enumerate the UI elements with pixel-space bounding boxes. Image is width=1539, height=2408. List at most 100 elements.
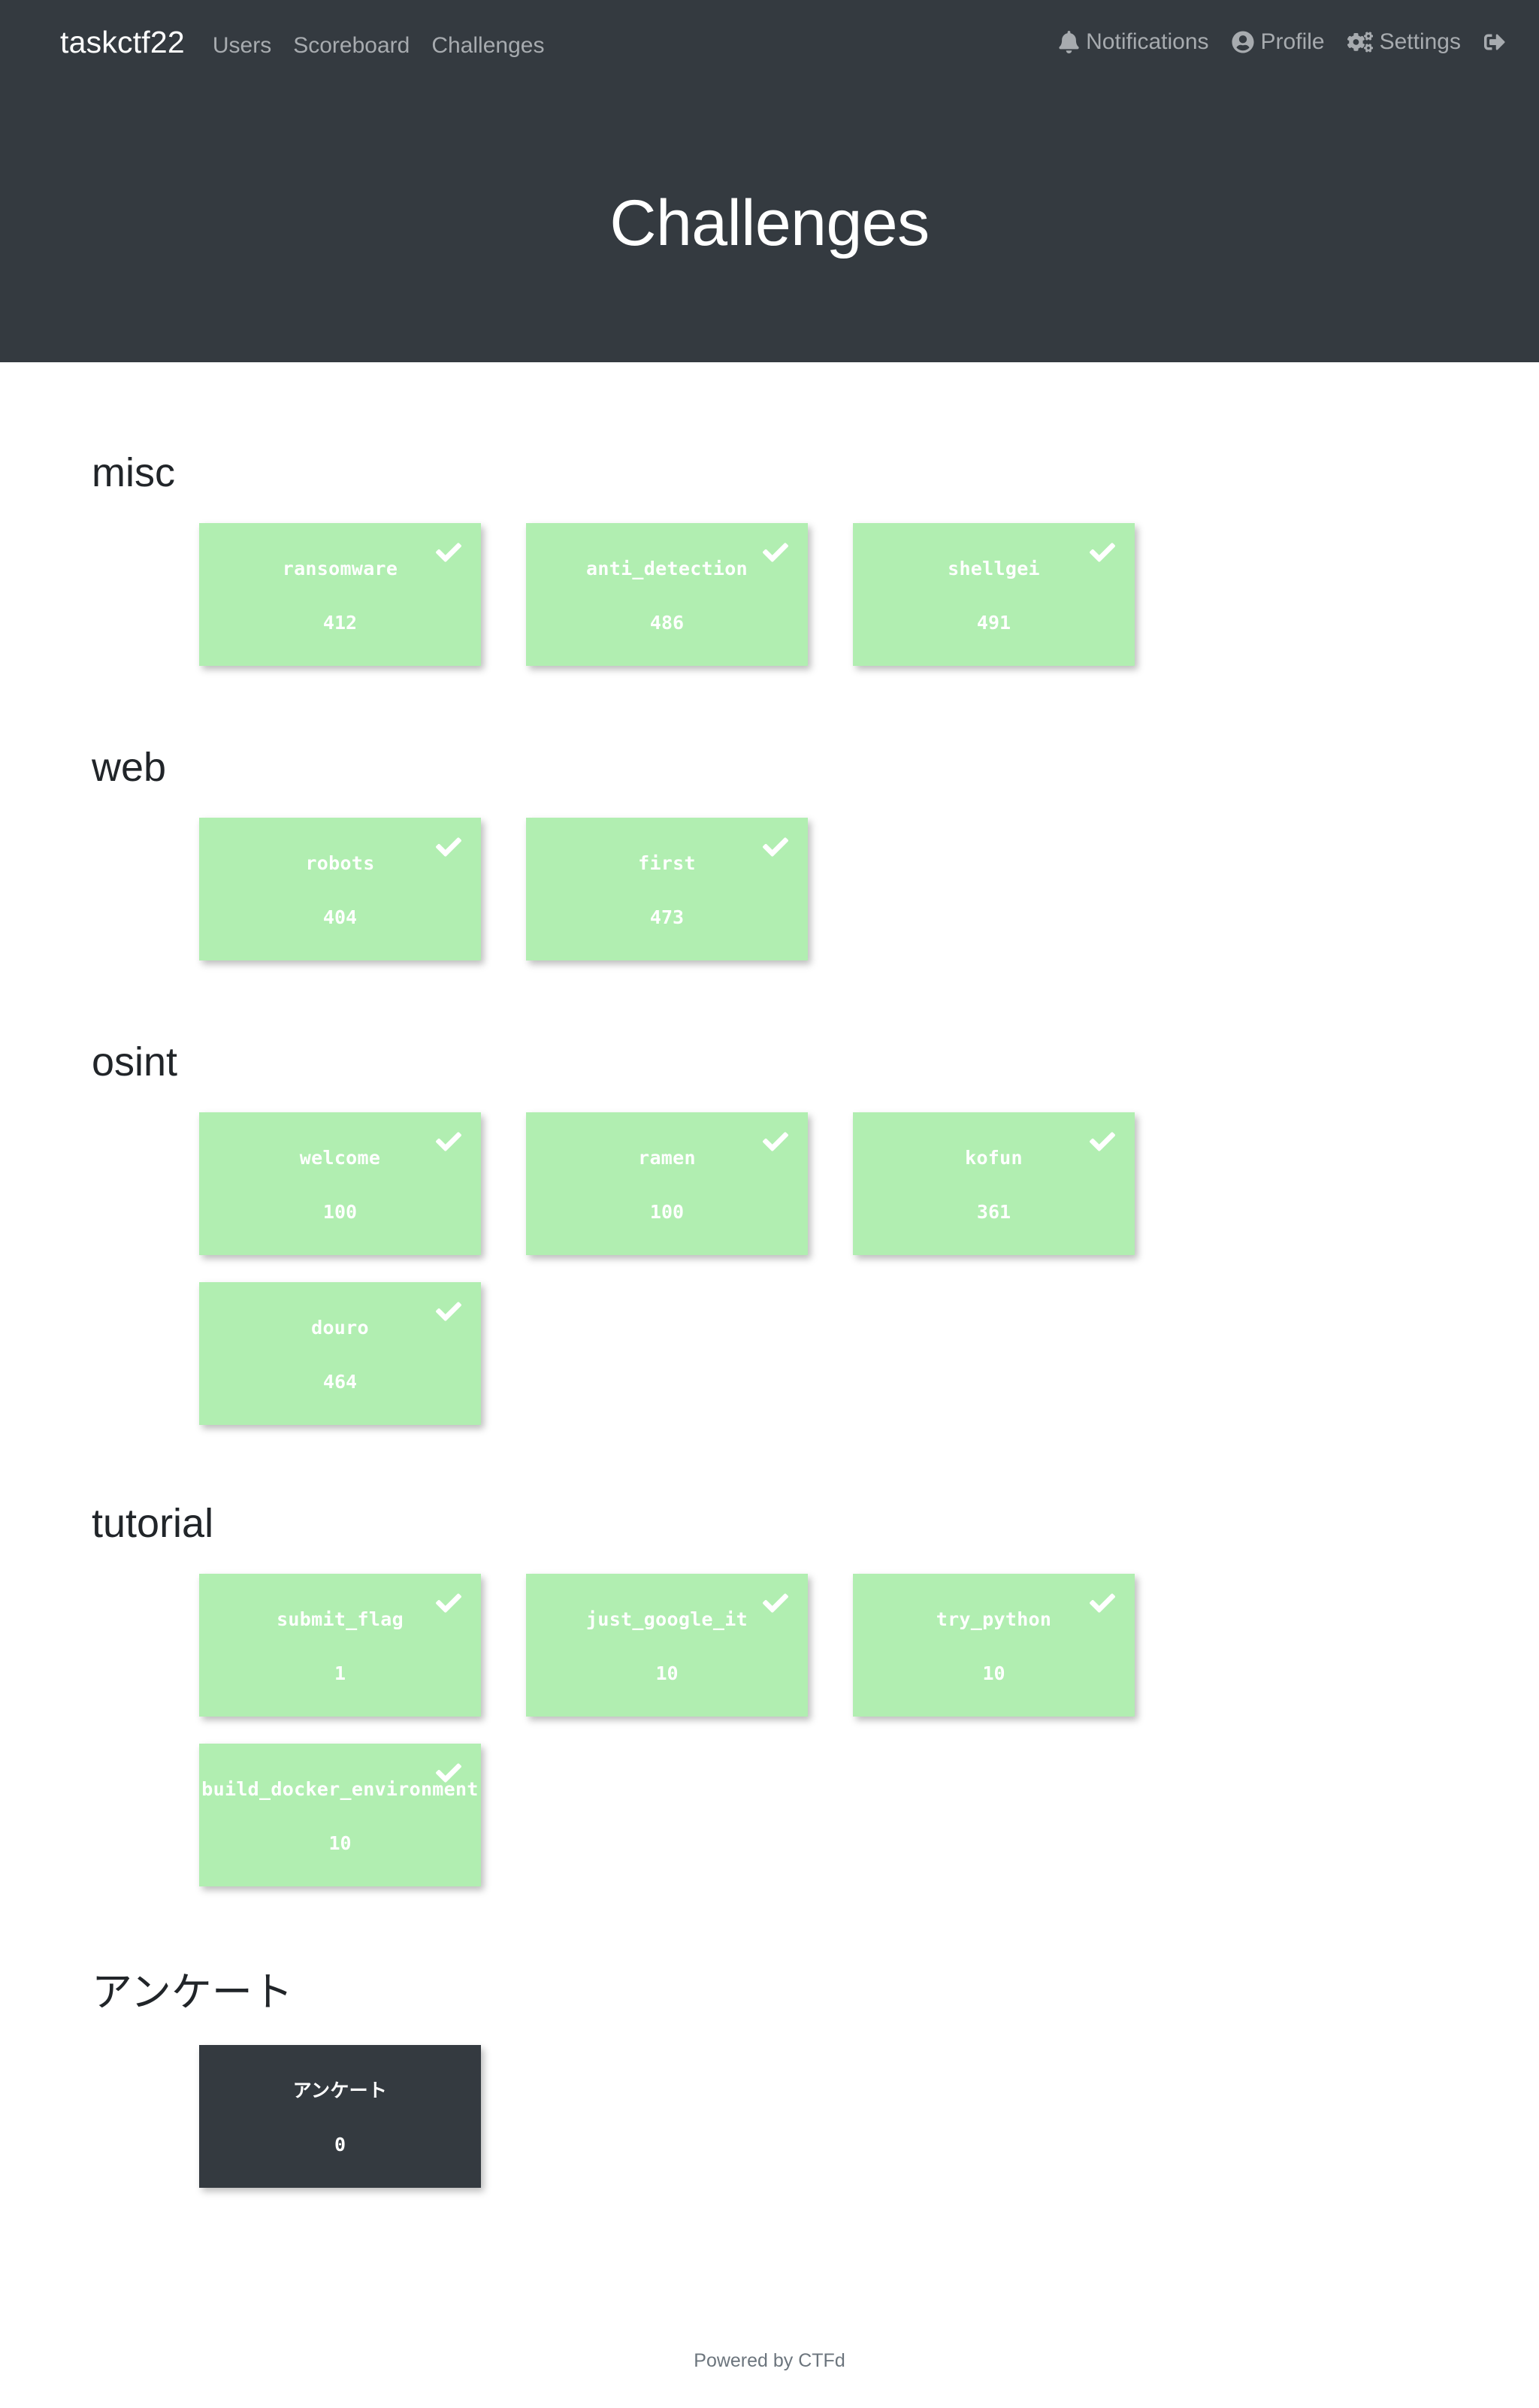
navbar-links: Users Scoreboard Challenges (213, 33, 545, 59)
brand-logo[interactable]: taskctf22 (60, 24, 185, 59)
solved-check-icon (436, 834, 461, 860)
challenge-value: 10 (655, 1662, 679, 1684)
card-slot: first 473 (526, 818, 808, 960)
solved-check-icon (1090, 1129, 1115, 1154)
navbar-right: Notifications Profile Settings (1059, 29, 1506, 55)
bell-icon (1059, 31, 1079, 53)
challenge-card[interactable]: shellgei 491 (853, 523, 1135, 666)
nav-settings-button[interactable]: Settings (1347, 29, 1461, 55)
challenge-name: just_google_it (586, 1608, 748, 1630)
category-misc: misc ransomware 412 anti_detection 486 (60, 362, 1479, 666)
solved-check-icon (1090, 1590, 1115, 1616)
card-slot: ransomware 412 (199, 523, 481, 666)
user-circle-icon (1232, 31, 1254, 53)
challenge-value: 0 (334, 2134, 346, 2155)
solved-check-icon (763, 1590, 788, 1616)
card-slot: just_google_it 10 (526, 1574, 808, 1717)
solved-check-icon (763, 1129, 788, 1154)
page-header: Challenges (0, 84, 1539, 362)
category-web: web robots 404 first 473 (60, 666, 1479, 960)
card-slot: build_docker_environment 10 (199, 1744, 481, 1886)
challenge-card[interactable]: anti_detection 486 (526, 523, 808, 666)
category-cards-row: submit_flag 1 just_google_it 10 (199, 1547, 1479, 1886)
nav-profile-button[interactable]: Profile (1232, 29, 1325, 55)
challenge-name: ransomware (282, 558, 398, 579)
sign-out-icon (1483, 32, 1506, 53)
solved-check-icon (436, 1129, 461, 1154)
challenge-card[interactable]: douro 464 (199, 1282, 481, 1425)
navbar: taskctf22 Users Scoreboard Challenges No… (0, 0, 1539, 84)
category-title: web (92, 745, 167, 790)
category-title: tutorial (92, 1501, 214, 1546)
nav-notifications-button[interactable]: Notifications (1059, 29, 1209, 55)
challenge-value: 404 (322, 906, 358, 928)
challenge-value: 486 (649, 612, 685, 634)
solved-check-icon (763, 540, 788, 565)
challenge-value: 10 (328, 1832, 352, 1854)
challenge-card[interactable]: first 473 (526, 818, 808, 960)
challenge-value: 100 (322, 1201, 358, 1223)
category-survey: アンケート アンケート 0 (60, 1886, 1479, 2188)
challenge-value: 10 (982, 1662, 1005, 1684)
challenge-name: アンケート (292, 2080, 388, 2101)
challenge-name: shellgei (948, 558, 1040, 579)
challenge-card[interactable]: just_google_it 10 (526, 1574, 808, 1717)
challenge-value: 473 (649, 906, 685, 928)
challenge-card[interactable]: submit_flag 1 (199, 1574, 481, 1717)
challenge-card[interactable]: kofun 361 (853, 1112, 1135, 1255)
card-slot: submit_flag 1 (199, 1574, 481, 1717)
challenge-value: 361 (976, 1201, 1011, 1223)
challenge-card[interactable]: ransomware 412 (199, 523, 481, 666)
nav-link-scoreboard[interactable]: Scoreboard (293, 32, 410, 58)
category-title: misc (92, 450, 175, 495)
nav-settings-label: Settings (1379, 29, 1461, 54)
card-slot: kofun 361 (853, 1112, 1135, 1255)
footer-text: Powered by CTFd (694, 2350, 845, 2371)
challenge-value: 491 (976, 612, 1011, 634)
nav-logout-button[interactable] (1483, 32, 1506, 53)
category-osint: osint welcome 100 ramen 100 (60, 960, 1479, 1425)
challenge-card[interactable]: build_docker_environment 10 (199, 1744, 481, 1886)
nav-profile-label: Profile (1260, 29, 1325, 54)
category-cards-row: robots 404 first 473 (199, 791, 1479, 960)
card-slot: ramen 100 (526, 1112, 808, 1255)
solved-check-icon (436, 540, 461, 565)
page-footer: Powered by CTFd (0, 2350, 1539, 2408)
category-title: アンケート (92, 1970, 293, 2015)
nav-link-challenges[interactable]: Challenges (431, 32, 545, 58)
challenge-name: kofun (965, 1147, 1023, 1169)
challenge-name: ramen (638, 1147, 696, 1169)
solved-check-icon (436, 1760, 461, 1786)
challenge-name: douro (311, 1317, 369, 1339)
challenge-name: anti_detection (586, 558, 748, 579)
category-cards-row: ransomware 412 anti_detection 486 (199, 496, 1479, 666)
challenge-name: submit_flag (277, 1608, 404, 1630)
challenge-name: try_python (936, 1608, 1052, 1630)
challenge-value: 1 (334, 1662, 346, 1684)
challenge-name: robots (305, 852, 375, 874)
challenge-value: 464 (322, 1371, 358, 1393)
solved-check-icon (1090, 540, 1115, 565)
navbar-left: taskctf22 Users Scoreboard Challenges (60, 25, 544, 60)
card-slot: アンケート 0 (199, 2045, 481, 2188)
challenge-value: 100 (649, 1201, 685, 1223)
gears-icon (1347, 32, 1373, 53)
challenges-content: misc ransomware 412 anti_detection 486 (0, 362, 1539, 2188)
nav-notifications-label: Notifications (1086, 29, 1209, 54)
card-slot: shellgei 491 (853, 523, 1135, 666)
category-cards-row: アンケート 0 (199, 2018, 1479, 2188)
challenge-card[interactable]: robots 404 (199, 818, 481, 960)
challenge-value: 412 (322, 612, 358, 634)
challenge-card[interactable]: welcome 100 (199, 1112, 481, 1255)
card-slot: welcome 100 (199, 1112, 481, 1255)
challenge-card[interactable]: アンケート 0 (199, 2045, 481, 2188)
nav-link-users[interactable]: Users (212, 32, 272, 58)
challenge-card[interactable]: try_python 10 (853, 1574, 1135, 1717)
category-cards-row: welcome 100 ramen 100 kofu (199, 1085, 1479, 1425)
page-title: Challenges (609, 186, 930, 259)
challenge-name: welcome (299, 1147, 381, 1169)
solved-check-icon (436, 1590, 461, 1616)
card-slot: try_python 10 (853, 1574, 1135, 1717)
card-slot: robots 404 (199, 818, 481, 960)
challenge-card[interactable]: ramen 100 (526, 1112, 808, 1255)
